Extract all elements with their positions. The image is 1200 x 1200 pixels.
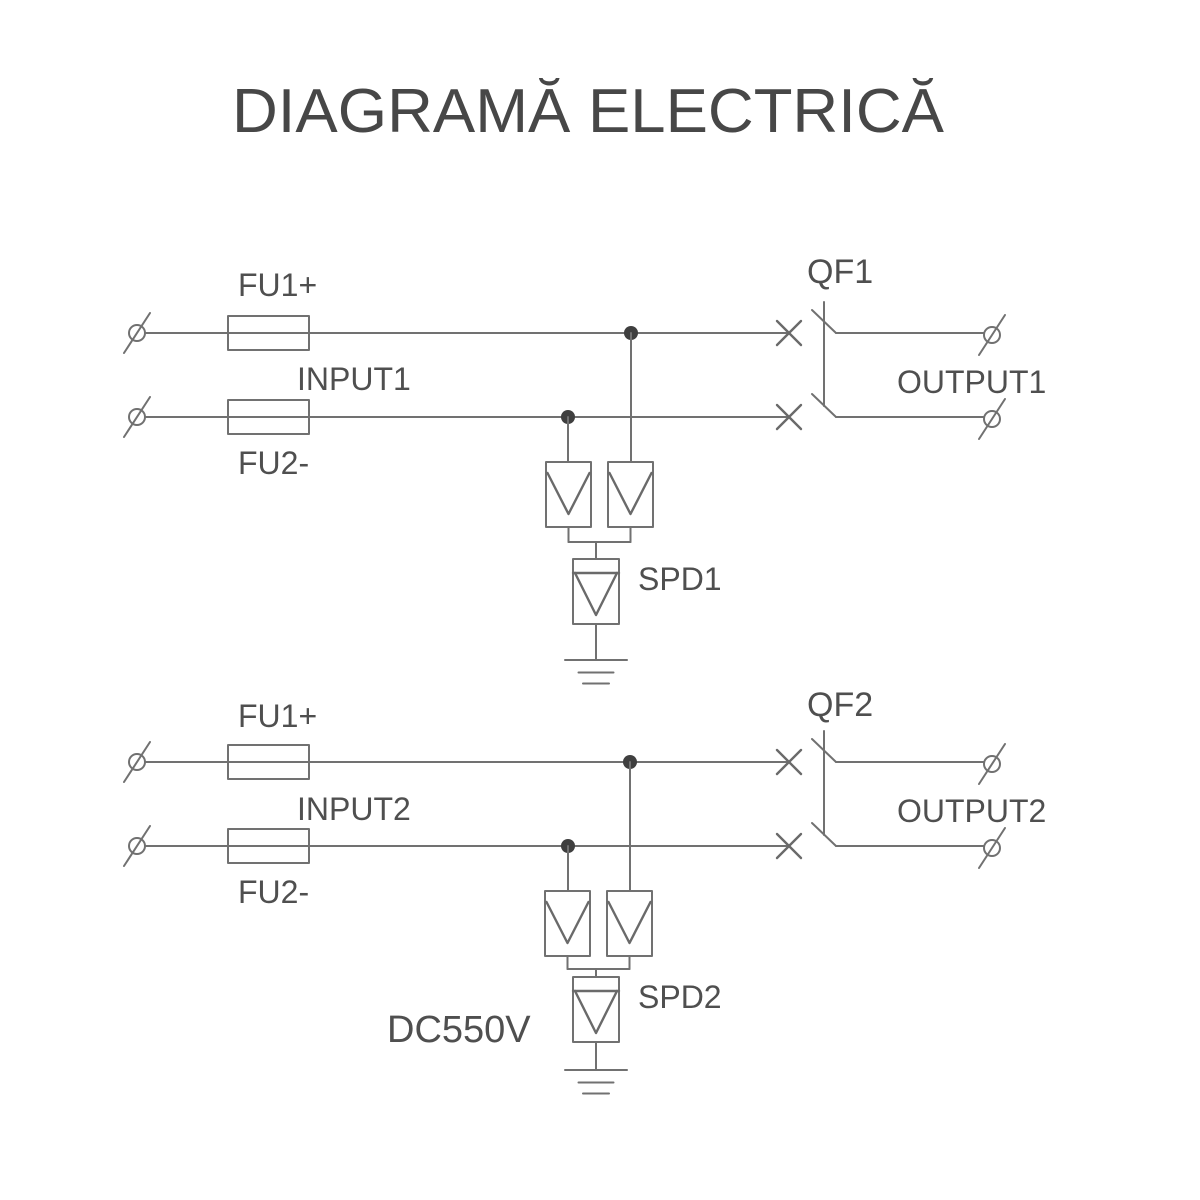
circuit-1: FU1+ INPUT1 FU2- QF1 OUTPUT1 SPD1 (123, 253, 1046, 685)
c1-breaker-label: QF1 (807, 253, 873, 291)
c2-output-terminal-top-icon (978, 743, 1006, 785)
c1-output-terminal-top-icon (978, 314, 1006, 356)
c1-spd-varistor-center (571, 557, 621, 626)
c1-fuse-top-label: FU1+ (238, 267, 317, 303)
c2-ground-icon (564, 1069, 628, 1095)
c1-output-terminal-bottom-icon (978, 398, 1006, 440)
c2-output-label: OUTPUT2 (897, 793, 1046, 829)
page-title: DIAGRAMĂ ELECTRICĂ (232, 77, 945, 146)
c1-spd-branch (544, 332, 655, 685)
c1-spd-varistor-left (544, 460, 593, 529)
c1-breaker-symbol (775, 301, 837, 431)
c2-spd-varistor-center (571, 975, 621, 1044)
c1-fuse-bottom-symbol (227, 399, 310, 435)
c1-fuse-top-symbol (227, 315, 310, 351)
c1-input-label: INPUT1 (297, 361, 411, 397)
c2-spd-varistor-right (605, 889, 654, 958)
c2-breaker-label: QF2 (807, 686, 873, 724)
c2-spd-branch (543, 761, 654, 1095)
c1-ground-icon (564, 659, 628, 685)
c2-breaker-symbol (775, 730, 837, 860)
c2-output-terminal-bottom-icon (978, 827, 1006, 869)
circuit-2: FU1+ INPUT2 FU2- QF2 OUTPUT2 SPD2 DC550V (123, 686, 1046, 1095)
c2-fuse-bottom-label: FU2- (238, 874, 309, 910)
c1-spd-varistor-right (606, 460, 655, 529)
c1-spd-label: SPD1 (638, 561, 722, 597)
c2-input-label: INPUT2 (297, 791, 411, 827)
c2-fuse-top-symbol (227, 744, 310, 780)
c1-output-label: OUTPUT1 (897, 364, 1046, 400)
c2-fuse-top-label: FU1+ (238, 698, 317, 734)
c2-spd-varistor-left (543, 889, 592, 958)
c2-spd-label: SPD2 (638, 979, 722, 1015)
c1-fuse-bottom-label: FU2- (238, 445, 309, 481)
c2-fuse-bottom-symbol (227, 828, 310, 864)
c2-voltage-label: DC550V (387, 1009, 531, 1051)
